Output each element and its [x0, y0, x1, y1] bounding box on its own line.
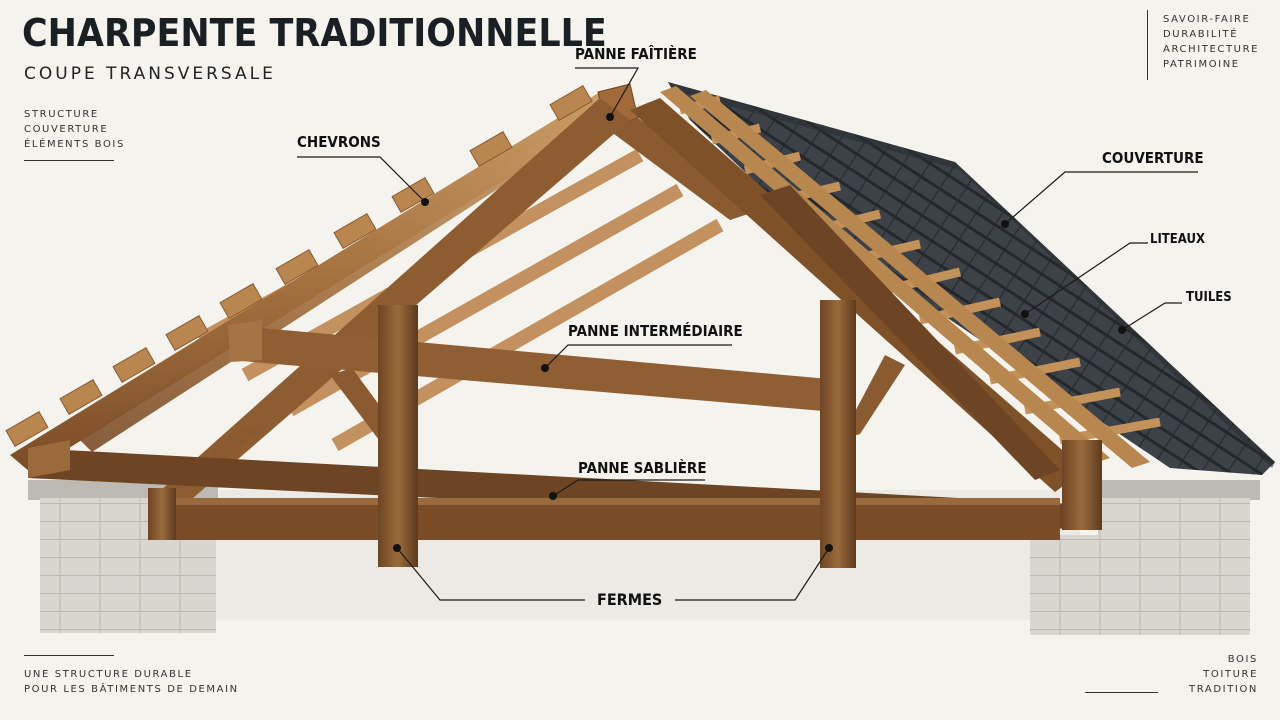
- divider: [24, 655, 114, 656]
- rafters-left: [10, 92, 618, 472]
- label-panne-sabliere: PANNE SABLIÈRE: [578, 459, 707, 477]
- right-stone-pier: [1030, 480, 1260, 635]
- list-item: STRUCTURE: [24, 109, 99, 120]
- tile-roof: [668, 82, 1275, 475]
- king-post-left: [378, 305, 418, 567]
- bottom-right-list: BOIS TOITURE TRADITION: [1189, 652, 1258, 697]
- divider: [24, 160, 114, 161]
- truss-principal-right: [630, 98, 1085, 492]
- list-item: TOITURE: [1203, 669, 1258, 680]
- list-item: ARCHITECTURE: [1163, 44, 1260, 55]
- label-panne-intermediaire: PANNE INTERMÉDIAIRE: [568, 322, 743, 340]
- label-tuiles: TUILES: [1186, 290, 1232, 305]
- rafter-ends: [5, 85, 593, 447]
- page-title: CHARPENTE TRADITIONNELLE: [22, 11, 607, 55]
- tie-beam: [150, 498, 1060, 540]
- page-subtitle: COUPE TRANSVERSALE: [24, 64, 276, 84]
- rafters-right: [660, 86, 1150, 468]
- label-panne-faitiere: PANNE FAÎTIÈRE: [575, 45, 697, 63]
- label-chevrons: CHEVRONS: [297, 133, 381, 151]
- leader-lines: [297, 67, 1198, 601]
- list-item: POUR LES BÂTIMENTS DE DEMAIN: [24, 684, 239, 695]
- truss-principal-left: [150, 98, 630, 505]
- list-item: ÉLÉMENTS BOIS: [24, 139, 125, 150]
- list-item: SAVOIR-FAIRE: [1163, 14, 1251, 25]
- list-item: UNE STRUCTURE DURABLE: [24, 669, 193, 680]
- top-right-list: SAVOIR-FAIRE DURABILITÉ ARCHITECTURE PAT…: [1163, 12, 1259, 72]
- list-item: TRADITION: [1189, 684, 1258, 695]
- end-post-left: [148, 488, 176, 540]
- list-item: BOIS: [1227, 654, 1258, 665]
- list-item: COUVERTURE: [24, 124, 109, 135]
- list-item: DURABILITÉ: [1163, 29, 1239, 40]
- list-item: PATRIMOINE: [1163, 59, 1240, 70]
- end-post-right: [1062, 440, 1102, 530]
- top-left-list: STRUCTURE COUVERTURE ÉLÉMENTS BOIS: [24, 107, 125, 152]
- divider: [1085, 692, 1158, 693]
- king-post-right: [820, 300, 856, 568]
- divider: [1147, 10, 1148, 80]
- label-liteaux: LITEAUX: [1150, 232, 1205, 247]
- label-fermes: FERMES: [597, 590, 663, 609]
- bottom-left-list: UNE STRUCTURE DURABLE POUR LES BÂTIMENTS…: [24, 667, 239, 697]
- leader-dots: [393, 113, 1126, 552]
- label-couverture: COUVERTURE: [1102, 149, 1204, 167]
